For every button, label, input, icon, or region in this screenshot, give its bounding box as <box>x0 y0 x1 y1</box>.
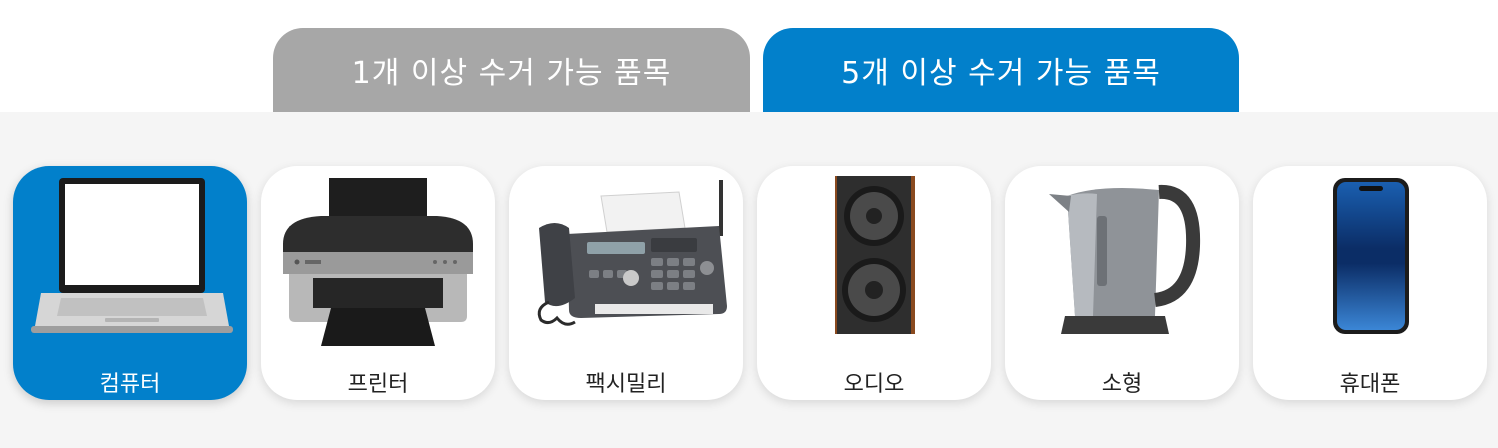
tab-five-or-more[interactable]: 5개 이상 수거 가능 품목 <box>763 28 1239 112</box>
item-label: 휴대폰 <box>1339 372 1401 397</box>
category-tabs: 1개 이상 수거 가능 품목 5개 이상 수거 가능 품목 <box>0 28 1498 112</box>
printer-icon <box>283 178 473 346</box>
item-label: 팩시밀리 <box>585 372 667 397</box>
tab-one-or-more[interactable]: 1개 이상 수거 가능 품목 <box>273 28 750 112</box>
item-card-audio[interactable]: 오디오 <box>757 166 991 400</box>
item-label: 컴퓨터 <box>99 372 161 397</box>
tab-label: 1개 이상 수거 가능 품목 <box>351 56 672 91</box>
item-label: 소형 <box>1101 372 1143 397</box>
fax-machine-icon <box>537 180 727 326</box>
item-label: 오디오 <box>843 372 905 397</box>
item-card-computer[interactable]: 컴퓨터 <box>13 166 247 400</box>
speaker-icon <box>835 176 915 334</box>
tab-label: 5개 이상 수거 가능 품목 <box>841 56 1161 91</box>
smartphone-icon <box>1333 178 1409 334</box>
items-panel <box>0 112 1498 448</box>
item-card-fax[interactable]: 팩시밀리 <box>509 166 743 400</box>
item-card-mobile-phone[interactable]: 휴대폰 <box>1253 166 1487 400</box>
item-label: 프린터 <box>347 372 409 397</box>
item-card-small-appliance[interactable]: 소형 <box>1005 166 1239 400</box>
laptop-icon <box>31 178 233 333</box>
item-card-printer[interactable]: 프린터 <box>261 166 495 400</box>
electric-kettle-icon <box>1049 184 1201 334</box>
